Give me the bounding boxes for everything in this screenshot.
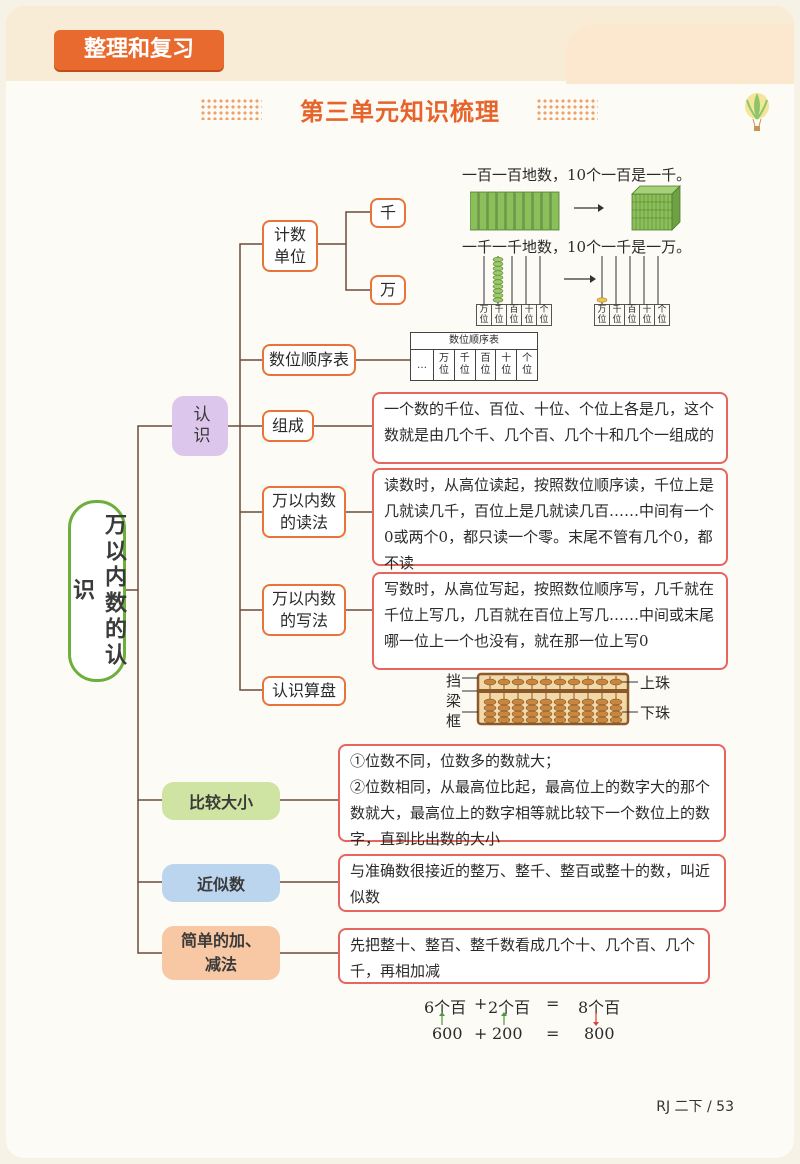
reading-label: 万以内数的读法 bbox=[271, 491, 336, 532]
composition-explanation: 一个数的千位、百位、十位、个位上各是几，这个数就是由几个千、几个百、几个十和几个… bbox=[372, 392, 728, 464]
example-bot-b: 200 bbox=[492, 1024, 523, 1043]
place-label: 千位 bbox=[610, 304, 625, 326]
example-arrows bbox=[439, 1012, 599, 1026]
place-table-cell: 百位 bbox=[476, 350, 497, 380]
arrow-icon bbox=[564, 275, 596, 283]
example-plus-top: + bbox=[474, 994, 488, 1013]
abacus-illustration bbox=[462, 672, 638, 726]
approx-explanation: 与准确数很接近的整万、整千、整百或整十的数，叫近似数 bbox=[338, 854, 726, 912]
example-plus-bottom: + bbox=[474, 1024, 488, 1043]
place-table-node: 数位顺序表 bbox=[262, 344, 356, 376]
example-top-b: 2个百 bbox=[488, 998, 531, 1017]
root-label: 万以内数的认识 bbox=[69, 513, 126, 669]
place-table-cell: 个位 bbox=[522, 353, 533, 376]
compare-node: 比较大小 bbox=[162, 782, 280, 820]
root-node: 万以内数的认识 bbox=[68, 500, 126, 682]
example-bot-a: 600 bbox=[432, 1024, 463, 1043]
ten-thousand-node: 万 bbox=[370, 275, 406, 305]
compare-line-1: ①位数不同，位数多的数就大； bbox=[350, 752, 561, 770]
place-table-header: 数位顺序表 bbox=[411, 333, 537, 350]
place-table-cell: 千位 bbox=[455, 350, 476, 380]
place-table-row: … 万位 千位 百位 十位 个位 bbox=[411, 350, 537, 380]
compare-explanation: ①位数不同，位数多的数就大； ②位数相同，从最高位比起，最高位上的数字大的那个数… bbox=[338, 744, 726, 848]
example-eq-bottom: = bbox=[546, 1024, 560, 1043]
ten-thousand-label: 万 bbox=[379, 280, 396, 299]
place-label: 万位 bbox=[476, 304, 492, 326]
title-dots-left bbox=[200, 98, 262, 120]
example-bot-c: 800 bbox=[584, 1024, 615, 1043]
abacus-liang-label: 梁 bbox=[446, 692, 462, 710]
place-label: 十位 bbox=[522, 304, 537, 326]
place-label: 千位 bbox=[492, 304, 507, 326]
place-label: 百位 bbox=[507, 304, 522, 326]
addsub-explanation: 先把整十、整百、整千数看成几个十、几个百、几个千，再相加减 bbox=[338, 928, 710, 984]
page-title: 第三单元知识梳理 bbox=[300, 98, 500, 126]
compare-label: 比较大小 bbox=[188, 793, 253, 812]
place-order-table: 数位顺序表 … 万位 千位 百位 十位 个位 bbox=[410, 332, 538, 381]
place-label: 百位 bbox=[625, 304, 640, 326]
approx-node: 近似数 bbox=[162, 864, 280, 902]
recognize-node: 认识 bbox=[172, 396, 228, 456]
writing-label: 万以内数的写法 bbox=[271, 589, 336, 630]
addsub-node: 简单的加、减法 bbox=[162, 926, 280, 980]
example-top-c: 8个百 bbox=[578, 998, 621, 1017]
thousand-node: 千 bbox=[370, 198, 406, 228]
title-dots-right bbox=[536, 98, 598, 120]
section-tab: 整理和复习 bbox=[54, 30, 224, 70]
abacus-dang-label: 挡 bbox=[446, 672, 462, 690]
counting-text-1: 一百一百地数，10个一百是一千。 bbox=[462, 166, 692, 184]
example-eq-top: = bbox=[546, 994, 560, 1013]
addsub-label: 简单的加、减法 bbox=[180, 931, 261, 974]
compare-line-2: ②位数相同，从最高位比起，最高位上的数字大的那个数就大，最高位上的数字相等就比较… bbox=[350, 778, 711, 848]
recognize-label: 认识 bbox=[189, 405, 210, 447]
abacus-kuang-label: 框 bbox=[446, 712, 462, 730]
writing-node: 万以内数的写法 bbox=[262, 584, 346, 636]
example-top-a: 6个百 bbox=[424, 998, 467, 1017]
counting-unit-node: 计数单位 bbox=[262, 220, 318, 272]
abacus-node: 认识算盘 bbox=[262, 676, 346, 706]
balloon-icon bbox=[745, 93, 769, 131]
abacus-lower-label: 下珠 bbox=[640, 704, 671, 722]
place-label: 个位 bbox=[655, 304, 670, 326]
place-label: 个位 bbox=[537, 304, 552, 326]
approx-label: 近似数 bbox=[196, 875, 245, 894]
abacus-upper-label: 上珠 bbox=[640, 674, 671, 692]
place-table-cell: 十位 bbox=[496, 350, 518, 380]
counter-rods-left bbox=[483, 256, 541, 304]
place-label: 万位 bbox=[594, 304, 610, 326]
place-table-cell: … bbox=[411, 350, 435, 380]
place-table-cell: 万位 bbox=[434, 350, 455, 380]
thousand-label: 千 bbox=[379, 203, 396, 222]
page-number: RJ 二下 / 53 bbox=[656, 1099, 734, 1115]
writing-explanation: 写数时，从高位写起，按照数位顺序写，几千就在千位上写几，几百就在百位上写几……中… bbox=[372, 572, 728, 670]
composition-node: 组成 bbox=[262, 410, 314, 442]
counter-rods-right bbox=[596, 256, 659, 304]
place-table-label: 数位顺序表 bbox=[268, 350, 349, 369]
place-labels-right: 万位 千位 百位 十位 个位 bbox=[594, 304, 670, 326]
counting-text-2: 一千一千地数，10个一千是一万。 bbox=[462, 238, 692, 256]
counting-unit-label: 计数单位 bbox=[273, 225, 306, 266]
top-band-decoration bbox=[566, 24, 794, 84]
place-labels-left: 万位 千位 百位 十位 个位 bbox=[476, 304, 552, 326]
reading-explanation: 读数时，从高位读起，按照数位顺序读，千位上是几就读几千，百位上是几就读几百……中… bbox=[372, 468, 728, 572]
abacus-label: 认识算盘 bbox=[271, 681, 336, 700]
place-label: 十位 bbox=[640, 304, 655, 326]
composition-label: 组成 bbox=[271, 416, 304, 435]
hundred-blocks-illustration bbox=[470, 185, 681, 231]
reading-node: 万以内数的读法 bbox=[262, 486, 346, 538]
